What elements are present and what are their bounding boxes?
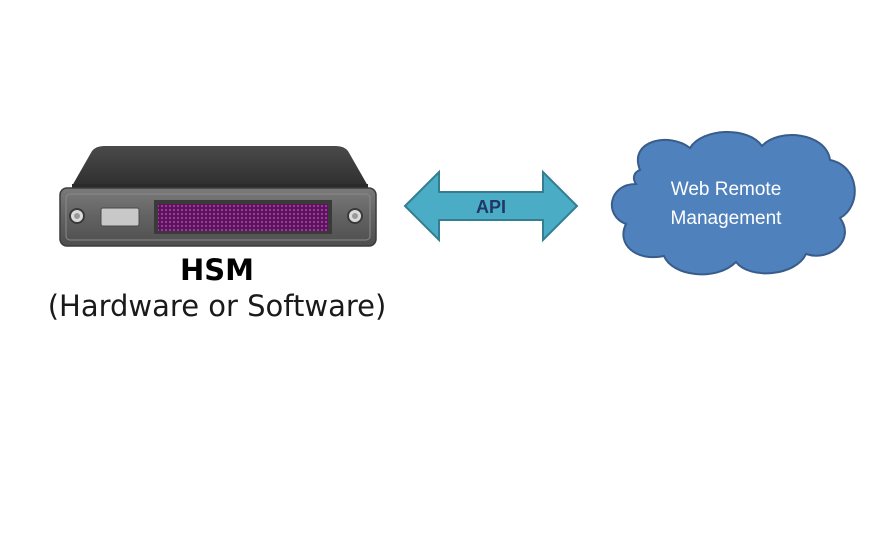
server-top-lid xyxy=(72,146,368,186)
cloud-label: Web Remote Management xyxy=(626,175,826,233)
cloud-icon xyxy=(610,131,856,276)
server-top-edge xyxy=(72,184,368,190)
cloud-shape xyxy=(610,131,856,276)
cloud-label-line-1: Web Remote xyxy=(670,179,782,200)
bidirectional-arrow-icon xyxy=(403,169,579,243)
hsm-subtitle: (Hardware or Software) xyxy=(47,289,387,323)
api-label: API xyxy=(476,197,506,217)
cloud-label-line-2: Management xyxy=(670,208,782,229)
hsm-server-icon xyxy=(59,146,377,247)
server-panel-bevel xyxy=(65,193,371,241)
server-right-screw-center xyxy=(352,213,358,219)
hsm-title: HSM xyxy=(179,253,254,287)
api-arrow-shape xyxy=(403,169,579,243)
server-display-slot xyxy=(100,207,140,227)
server-vent-grille xyxy=(158,204,328,231)
server-left-screw-center xyxy=(74,213,80,219)
